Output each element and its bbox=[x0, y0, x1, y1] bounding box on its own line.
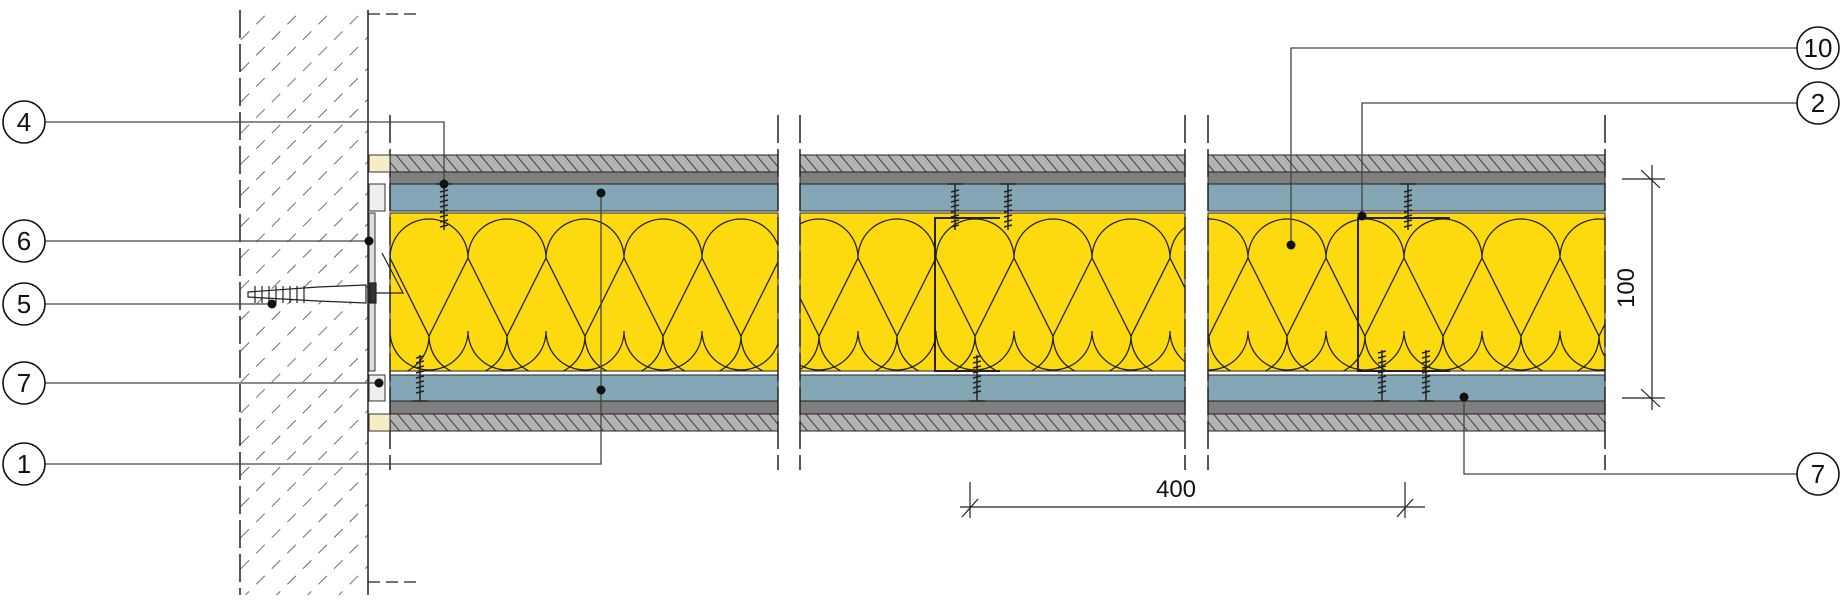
dark-layer bbox=[799, 400, 1186, 415]
leader-dots bbox=[267, 179, 1469, 402]
drywall-screw bbox=[1000, 183, 1016, 230]
finish-layer bbox=[799, 154, 1186, 173]
dark-layer bbox=[1207, 171, 1606, 185]
leader-lines bbox=[45, 47, 1798, 475]
callout-label: 5 bbox=[17, 289, 31, 319]
finish-layer bbox=[389, 413, 779, 432]
finish-layer bbox=[389, 154, 779, 173]
callout-label: 7 bbox=[1811, 459, 1825, 489]
callout-5: 5 bbox=[2, 282, 46, 326]
anchor-dowel bbox=[247, 252, 404, 304]
dark-layer bbox=[799, 171, 1186, 185]
callout-7-right: 7 bbox=[1796, 452, 1840, 496]
callout-1: 1 bbox=[2, 442, 46, 486]
mineral-wool-insulation bbox=[389, 212, 779, 372]
callout-4: 4 bbox=[2, 100, 46, 144]
dark-layer bbox=[389, 400, 779, 415]
callout-label: 6 bbox=[17, 226, 31, 256]
mineral-wool-insulation bbox=[799, 212, 1186, 372]
callout-label: 4 bbox=[17, 107, 31, 137]
dimension-label: 400 bbox=[1156, 476, 1196, 503]
metal-stud-profile bbox=[934, 217, 1000, 372]
callout-label: 1 bbox=[17, 449, 31, 479]
metal-stud-profile bbox=[1357, 217, 1450, 372]
finish-layer bbox=[799, 413, 1186, 432]
callout-label: 2 bbox=[1811, 88, 1825, 118]
drywall-screw bbox=[412, 355, 428, 402]
gypsum-board bbox=[799, 183, 1186, 212]
gypsum-board bbox=[799, 374, 1186, 402]
dimension-100: 100 bbox=[1613, 165, 1665, 410]
drywall-screw bbox=[1374, 350, 1390, 402]
finish-layer bbox=[1207, 154, 1606, 173]
wall-layers bbox=[389, 115, 1606, 470]
gypsum-board bbox=[389, 183, 779, 212]
dimension-400: 400 bbox=[960, 476, 1425, 518]
callout-label: 10 bbox=[1804, 33, 1833, 63]
callout-10: 10 bbox=[1796, 26, 1840, 70]
gypsum-board bbox=[389, 374, 779, 402]
gypsum-board bbox=[1207, 374, 1606, 402]
drywall-screw bbox=[969, 355, 985, 402]
dimension-label: 100 bbox=[1613, 268, 1640, 308]
finish-layer bbox=[1207, 413, 1606, 432]
drywall-screw bbox=[947, 183, 963, 230]
callout-7-left: 7 bbox=[2, 361, 46, 405]
dark-layer bbox=[389, 171, 779, 185]
drywall-screw bbox=[1418, 350, 1434, 402]
callout-2: 2 bbox=[1796, 81, 1840, 125]
callout-label: 7 bbox=[17, 368, 31, 398]
drywall-screw bbox=[1400, 183, 1416, 230]
dark-layer bbox=[1207, 400, 1606, 415]
mineral-wool-insulation bbox=[1207, 212, 1606, 372]
callout-6: 6 bbox=[2, 219, 46, 263]
